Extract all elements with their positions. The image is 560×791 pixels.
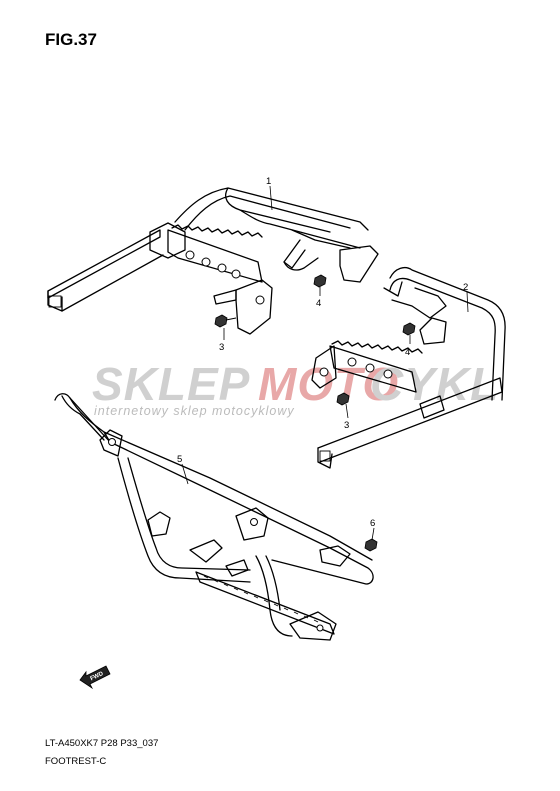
callout-1: 1: [266, 176, 271, 187]
forward-arrow-icon: FWD: [79, 665, 111, 690]
callout-3b: 3: [344, 420, 349, 431]
callout-5: 5: [177, 454, 182, 465]
callouts: 1 2 3 3 4 4 5 6: [177, 176, 469, 541]
part-5-lower-frame: [54, 393, 378, 641]
callout-2: 2: [463, 282, 468, 293]
watermark-moto: MOTO: [258, 358, 399, 410]
part-1-footrest-bracket-left: [47, 187, 379, 335]
callout-3a: 3: [219, 342, 224, 353]
part-2-footrest-bracket-right: [311, 267, 506, 469]
callout-6: 6: [370, 518, 375, 529]
fwd-label: FWD: [90, 671, 106, 682]
watermark-sklep: SKLEP: [92, 358, 250, 410]
model-code: LT-A450XK7 P28 P33_037: [45, 738, 159, 749]
callout-4a: 4: [316, 298, 321, 309]
callout-4b: 4: [405, 347, 410, 358]
figure-title: FIG.37: [45, 30, 97, 49]
watermark-tagline: internetowy sklep motocyklowy: [94, 404, 295, 418]
section-name: FOOTREST-C: [45, 756, 107, 767]
watermark: SKLEP MOTO CYKL internetowy sklep motocy…: [92, 358, 498, 418]
